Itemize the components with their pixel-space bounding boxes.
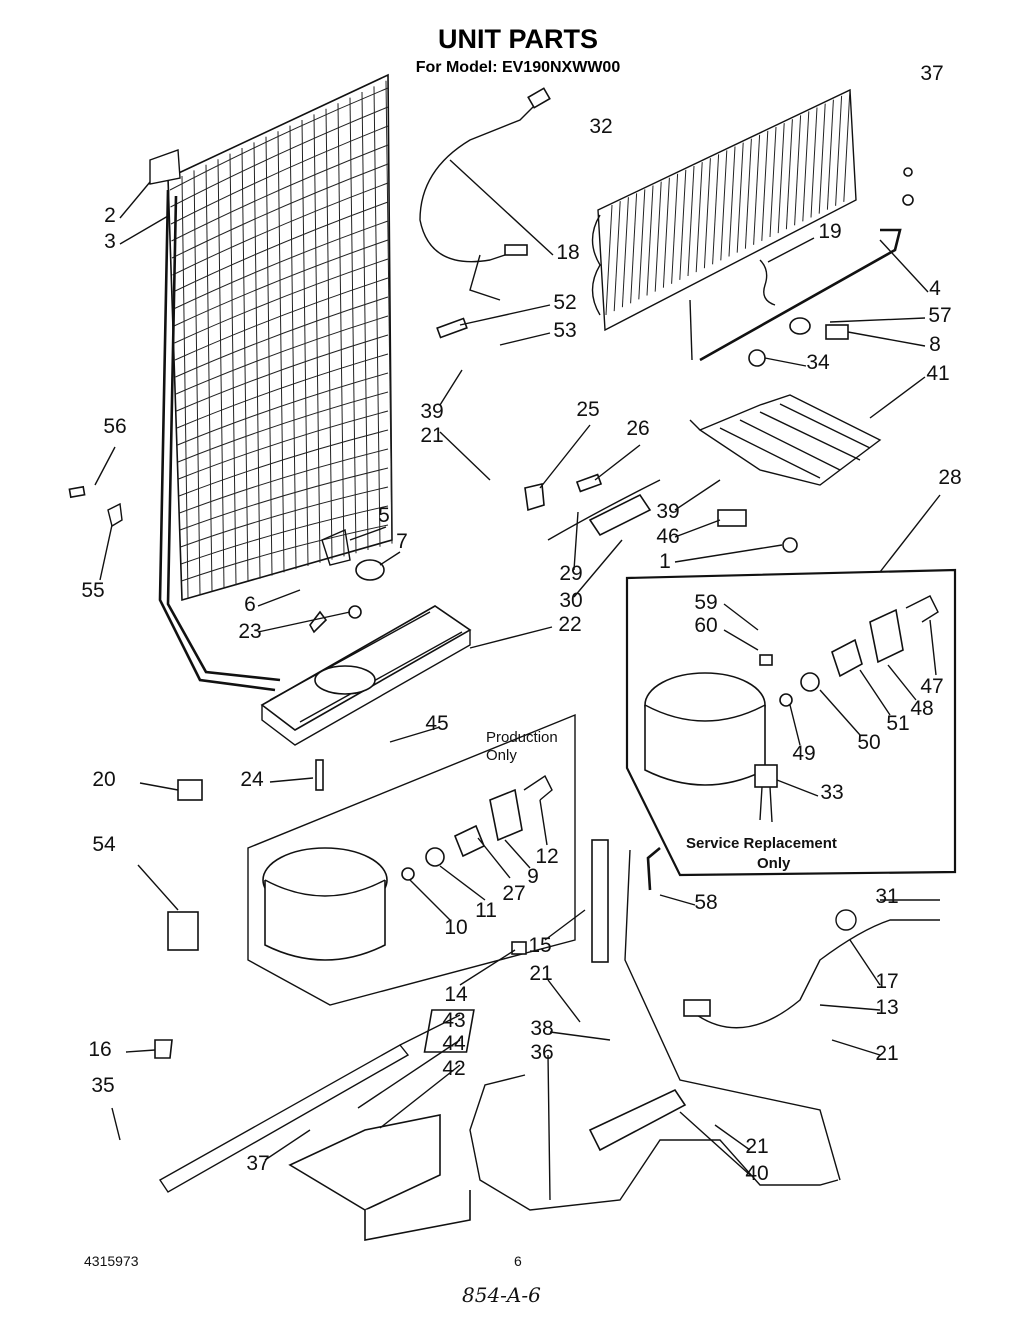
callout-c48: 48 xyxy=(910,697,933,720)
callout-c17: 17 xyxy=(875,970,898,993)
callout-c6: 6 xyxy=(244,593,256,616)
condenser-coil xyxy=(149,73,393,692)
callout-c9: 9 xyxy=(527,865,539,888)
callout-c33: 33 xyxy=(820,781,843,804)
callout-c21a: 21 xyxy=(420,424,443,447)
callout-c49: 49 xyxy=(792,742,815,765)
callout-c43: 43 xyxy=(442,1009,465,1032)
callout-c54: 54 xyxy=(92,833,116,856)
defrost-harness xyxy=(419,87,551,301)
production-note-line2: Only xyxy=(486,747,517,764)
callout-c44: 44 xyxy=(442,1032,466,1055)
callout-c46: 46 xyxy=(656,525,679,548)
defrost-heater xyxy=(689,394,882,486)
callout-c24: 24 xyxy=(240,768,264,791)
callout-c29: 29 xyxy=(559,562,582,585)
callout-c21c: 21 xyxy=(875,1042,898,1065)
callout-c51: 51 xyxy=(886,712,909,735)
callout-c11: 11 xyxy=(475,899,497,922)
callout-c12: 12 xyxy=(535,845,558,868)
callout-c37b: 37 xyxy=(246,1152,269,1175)
callout-c22: 22 xyxy=(558,613,581,636)
callout-c58: 58 xyxy=(694,891,717,914)
callout-c32: 32 xyxy=(589,115,612,138)
callout-c41: 41 xyxy=(926,362,949,385)
callout-c37a: 37 xyxy=(920,62,943,85)
callout-c20: 20 xyxy=(92,768,115,791)
callout-c15: 15 xyxy=(528,934,551,957)
callout-c26: 26 xyxy=(626,417,649,440)
document-number: 4315973 xyxy=(84,1253,139,1269)
callout-c16: 16 xyxy=(88,1038,111,1061)
production-note-line1: Production xyxy=(486,729,558,746)
callout-c5: 5 xyxy=(378,504,390,527)
callout-c57: 57 xyxy=(928,304,951,327)
callout-c52: 52 xyxy=(553,291,576,314)
evaporator-coil xyxy=(591,88,914,362)
callout-c60: 60 xyxy=(694,614,717,637)
callout-c13: 13 xyxy=(875,996,898,1019)
callout-c2: 2 xyxy=(104,204,116,227)
callout-c25: 25 xyxy=(576,398,599,421)
callout-c3: 3 xyxy=(104,230,116,253)
callout-c36: 36 xyxy=(530,1041,553,1064)
service-replacement-group: Service Replacement Only xyxy=(625,568,957,877)
callout-c4: 4 xyxy=(929,277,941,300)
callout-c38: 38 xyxy=(530,1017,553,1040)
callout-c14: 14 xyxy=(444,983,468,1006)
callout-c19: 19 xyxy=(818,220,841,243)
callout-c7: 7 xyxy=(396,530,408,553)
production-compressor-group: Production Only xyxy=(247,713,576,1006)
callout-c21d: 21 xyxy=(745,1135,768,1158)
callout-c45: 45 xyxy=(425,712,448,735)
callout-c30: 30 xyxy=(559,589,582,612)
callout-c21b: 21 xyxy=(529,962,552,985)
drain-pan xyxy=(260,605,472,746)
callout-c27: 27 xyxy=(502,882,525,905)
callout-c55: 55 xyxy=(81,579,104,602)
service-note-line1: Service Replacement xyxy=(686,835,837,852)
callout-c53: 53 xyxy=(553,319,576,342)
handwritten-code: 854-A-6 xyxy=(462,1283,541,1307)
callout-c42: 42 xyxy=(442,1057,465,1080)
callout-c39a: 39 xyxy=(420,400,443,423)
model-subtitle: For Model: EV190NXWW00 xyxy=(416,59,621,76)
callout-c56: 56 xyxy=(103,415,126,438)
callout-c35: 35 xyxy=(91,1074,114,1097)
callout-c50: 50 xyxy=(857,731,880,754)
callout-c28: 28 xyxy=(938,466,961,489)
callout-c59: 59 xyxy=(694,591,717,614)
callout-c47: 47 xyxy=(920,675,943,698)
callout-c40: 40 xyxy=(745,1162,768,1185)
callout-c23: 23 xyxy=(238,620,261,643)
page-title: UNIT PARTS xyxy=(438,24,598,54)
leader-lines xyxy=(94,159,941,1201)
callout-c31: 31 xyxy=(875,885,898,908)
page-number: 6 xyxy=(514,1253,522,1269)
service-note-line2: Only xyxy=(757,855,791,872)
callout-c1: 1 xyxy=(659,550,671,573)
callout-c34: 34 xyxy=(806,351,830,374)
callout-c8: 8 xyxy=(929,333,941,356)
callout-c18: 18 xyxy=(556,241,579,264)
callout-c10: 10 xyxy=(444,916,467,939)
misc-parts xyxy=(68,259,940,1241)
callout-c39b: 39 xyxy=(656,500,679,523)
